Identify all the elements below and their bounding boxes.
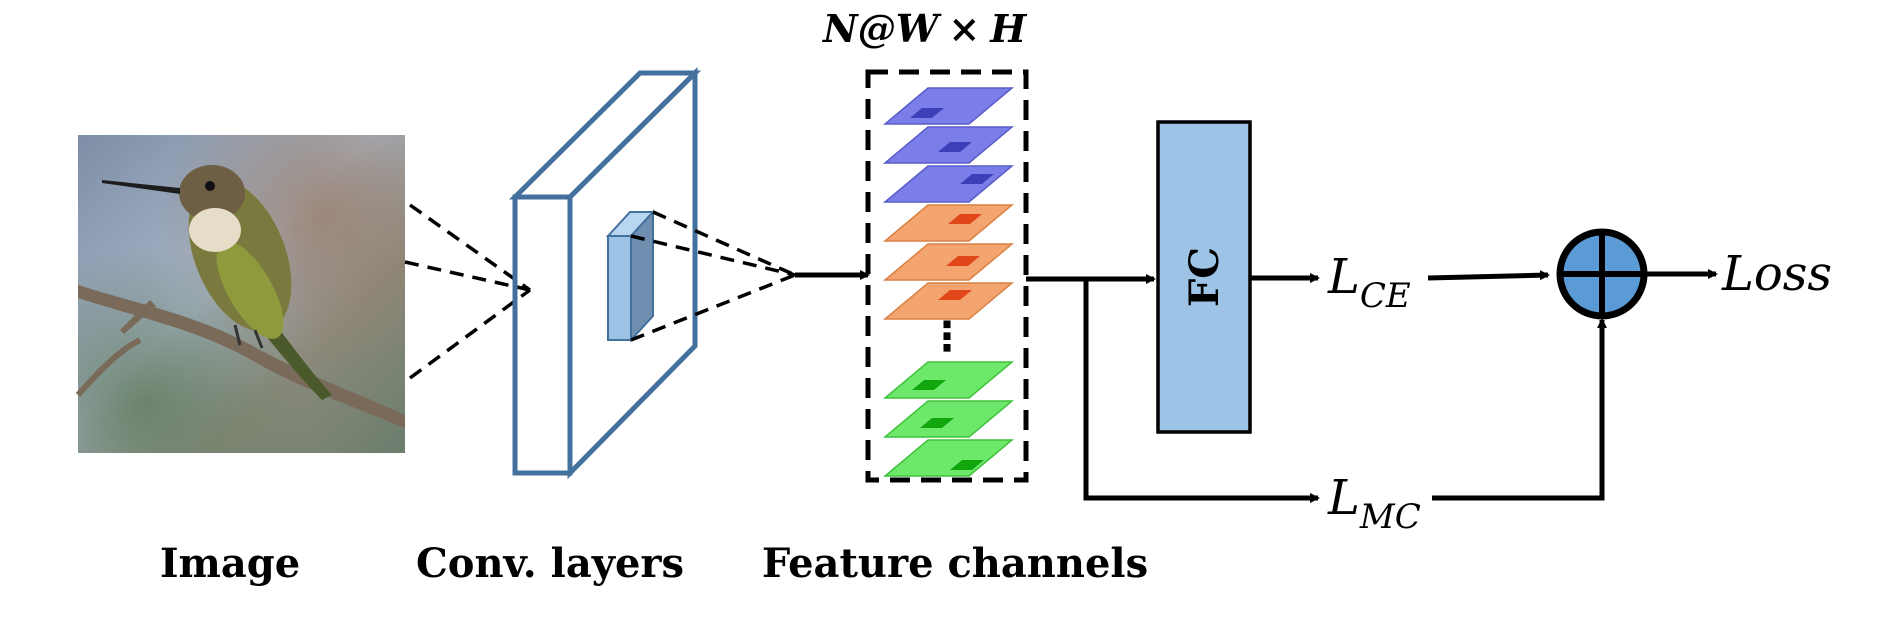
channel-orange-1	[882, 204, 1015, 242]
feature-connections	[1026, 274, 1320, 503]
channel-green-1	[882, 361, 1015, 399]
conv-kernel	[605, 209, 656, 343]
total-loss-label: Loss	[1721, 246, 1832, 302]
conv-layer-block	[508, 66, 702, 480]
sum-node-icon	[1556, 228, 1648, 320]
channel-blue-2	[882, 126, 1015, 164]
caption-features: Feature channels	[762, 540, 1148, 587]
kernel-projection-lines	[630, 210, 796, 342]
feature-channels-box	[865, 69, 1029, 483]
fc-block	[1156, 120, 1252, 434]
loss-connections	[1427, 269, 1718, 501]
channel-blue-3	[882, 165, 1015, 203]
channel-blue-1	[882, 87, 1015, 125]
fc-label: FC	[1181, 247, 1228, 307]
loss-mc-label: LMC	[1327, 470, 1421, 537]
image-projection-lines	[404, 203, 532, 380]
caption-image: Image	[160, 540, 300, 587]
channel-orange-2	[882, 243, 1015, 281]
channel-green-2	[882, 400, 1015, 438]
caption-conv: Conv. layers	[416, 540, 684, 587]
channel-green-3	[882, 439, 1015, 477]
input-image	[75, 135, 405, 453]
channel-dims-label: N@W×H	[822, 6, 1027, 51]
channel-ellipsis: ⋮	[927, 314, 967, 360]
loss-ce-label: LCE	[1327, 249, 1411, 316]
channel-orange-3	[882, 282, 1015, 320]
